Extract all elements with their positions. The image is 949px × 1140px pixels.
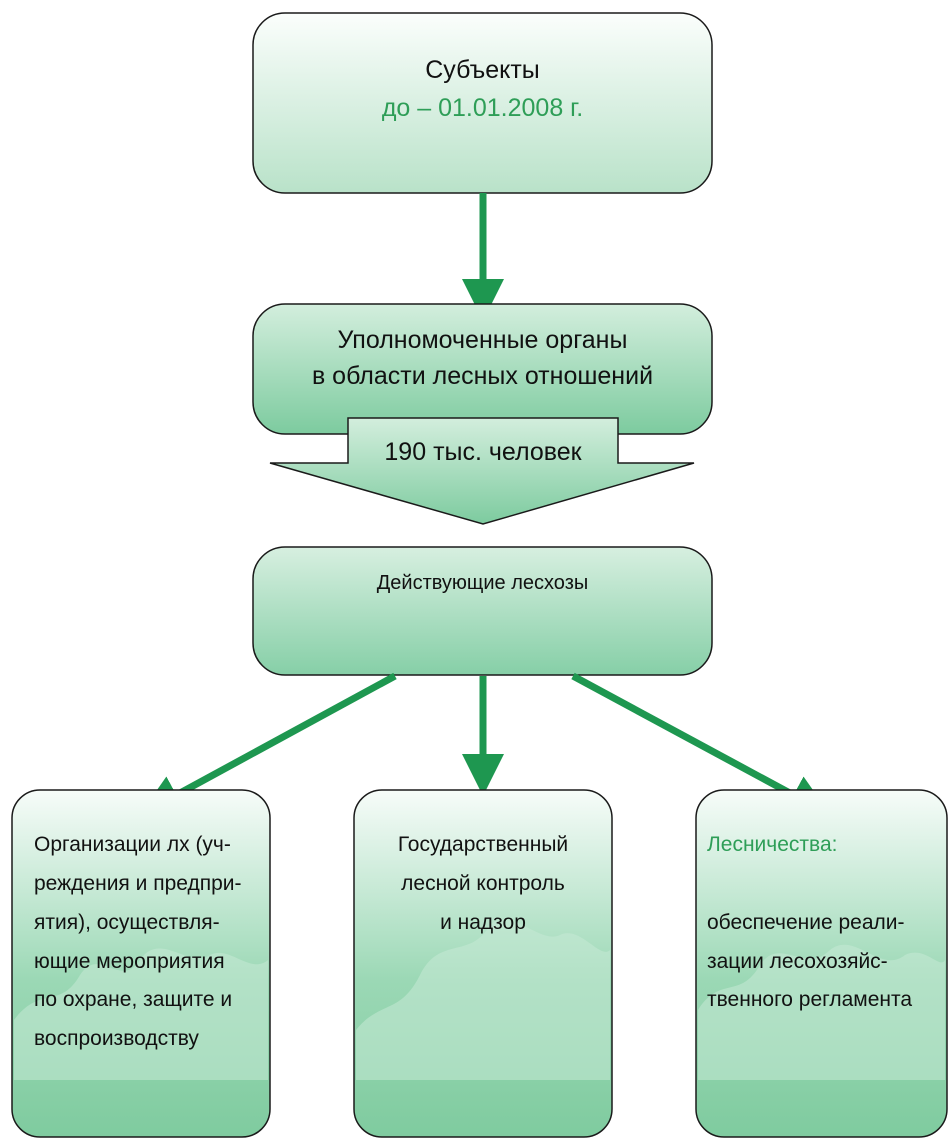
staff-count-label: 190 тыс. человек [348, 434, 618, 472]
subjects-date: до – 01.01.2008 г. [381, 93, 584, 122]
organizations-text: Организации лх (уч- реждения и предпри- … [34, 826, 266, 1059]
tree-silhouette-middle [356, 919, 610, 1080]
organizations-line: Организации лх (уч- [34, 833, 231, 856]
tree-silhouette-right [698, 944, 945, 1080]
state-control-line: и надзор [440, 910, 526, 934]
staff-count-arrow [269, 417, 695, 525]
leskhozes-box [252, 546, 713, 676]
organizations-line: ющие мероприятия [34, 949, 225, 973]
organizations-line: ятия), осуществля- [34, 910, 220, 934]
leskhozes-label: Действующие лесхозы [376, 572, 589, 594]
arrow-to-organizations [139, 672, 397, 816]
forestries-line: обеспечение реали- [707, 910, 905, 934]
organizations-line: реждения и предпри- [34, 871, 242, 895]
forestries-line: твенного регламента [707, 988, 913, 1012]
staff-count-text: 190 тыс. человек [384, 438, 582, 466]
leskhozes-text: Действующие лесхозы [253, 568, 712, 598]
authorized-bodies-line-2: в области лесных отношений [311, 362, 654, 391]
subjects-text: Субъекты до – 01.01.2008 г. [253, 52, 712, 127]
forestries-heading: Лесничества: [707, 833, 838, 856]
forestries-text: Лесничества: обеспечение реали- зации ле… [707, 826, 943, 1020]
subjects-title: Субъекты [425, 56, 540, 84]
tree-silhouette-left [14, 948, 268, 1080]
arrow-to-forestries [571, 672, 831, 815]
state-control-line: лесной контроль [401, 871, 565, 895]
state-control-text: Государственный лесной контроль и надзор [354, 826, 612, 943]
state-control-line: Государственный [397, 833, 569, 856]
forestries-spacer [707, 865, 943, 904]
authorized-bodies-text: Уполномоченные органы в области лесных о… [253, 322, 712, 395]
forestries-line: зации лесохозяйс- [707, 949, 888, 973]
organizations-line: по охране, защите и [34, 988, 233, 1012]
organizations-line: воспроизводству [34, 1027, 199, 1051]
authorized-bodies-line-1: Уполномоченные органы [337, 326, 628, 354]
